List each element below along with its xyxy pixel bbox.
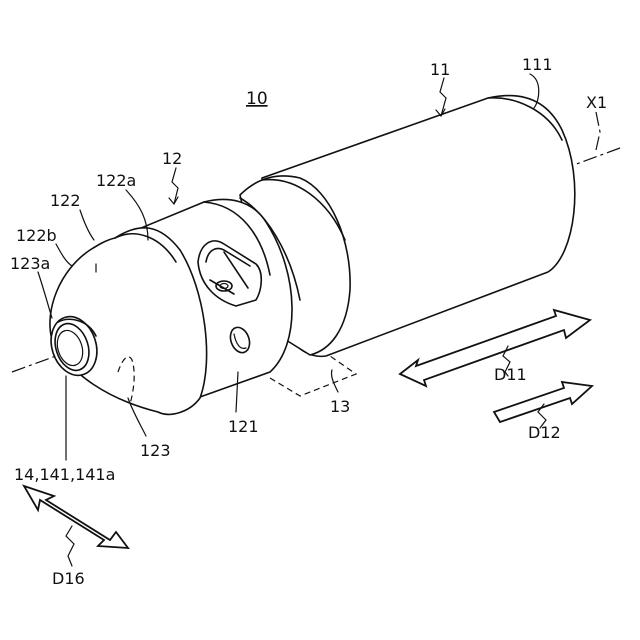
- arrow-d16: [24, 486, 128, 548]
- flat-region-outline: [270, 356, 356, 396]
- label-dir-16: D16: [52, 569, 85, 588]
- label-head-edge-a: 123a: [10, 254, 50, 273]
- label-body: 11: [430, 60, 450, 79]
- label-body-end: 111: [522, 55, 553, 74]
- label-axis: X1: [586, 93, 607, 112]
- label-head-tip: 123: [140, 441, 171, 460]
- label-dir-12: D12: [528, 423, 561, 442]
- label-flat-region: 13: [330, 397, 350, 416]
- leader-d16: [66, 526, 74, 566]
- label-head-surface-a: 122a: [96, 171, 136, 190]
- label-nozzle: 14,141,141a: [14, 465, 115, 484]
- label-head-dome: 122: [50, 191, 81, 210]
- label-dir-11: D11: [494, 365, 527, 384]
- arrow-d12: [494, 382, 592, 422]
- label-figure-ref: 10: [246, 89, 268, 109]
- label-head-surface-b: 122b: [16, 226, 57, 245]
- axis-line-x1-upper: [596, 112, 600, 150]
- label-head-side: 121: [228, 417, 259, 436]
- label-head: 12: [162, 149, 182, 168]
